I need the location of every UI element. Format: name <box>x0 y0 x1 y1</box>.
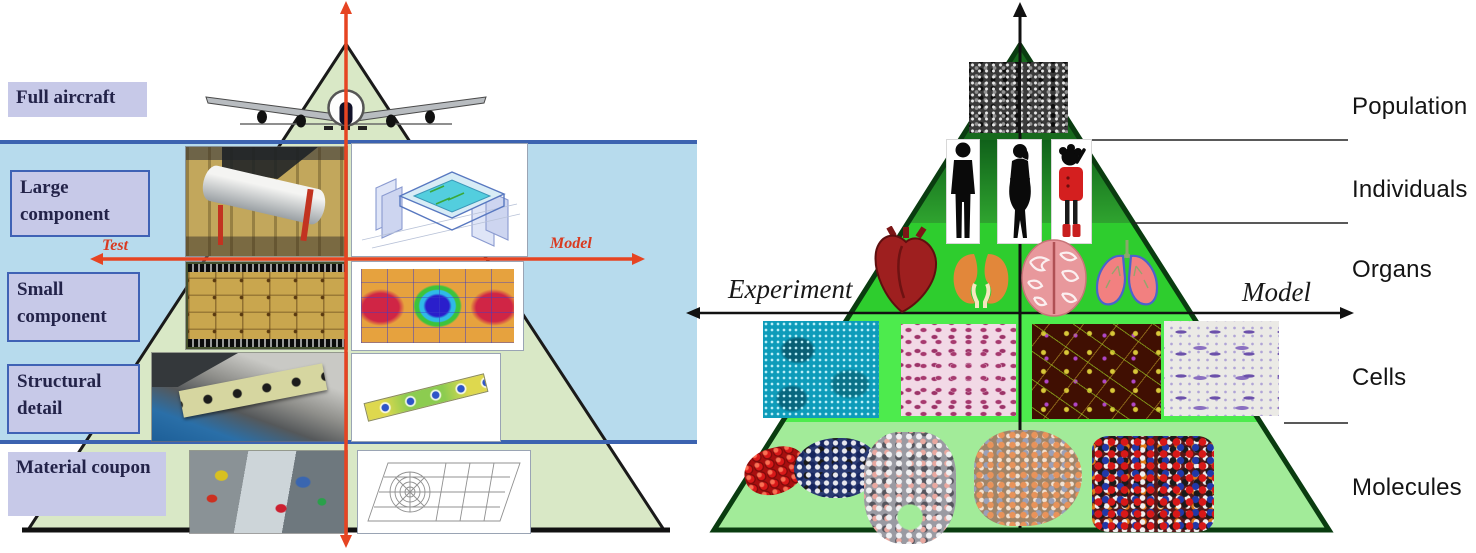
test-axis-label: Test <box>102 237 129 254</box>
scale-label-organs: Organs <box>1352 256 1432 283</box>
level-label-structural-detail: Structural detail <box>7 364 140 434</box>
child-silhouette-icon <box>1059 144 1086 237</box>
scale-label-population: Population <box>1352 93 1468 120</box>
model-axis-label-left: Model <box>550 235 592 252</box>
woman-silhouette-icon <box>1009 144 1031 238</box>
man-silhouette-card <box>947 140 979 243</box>
protein-molecule <box>864 432 956 544</box>
stiffened-panel-test-photo <box>186 262 347 349</box>
scale-label-individuals: Individuals <box>1352 176 1468 203</box>
child-silhouette-card <box>1052 140 1091 243</box>
blood-smear-micrograph <box>901 324 1016 416</box>
dna-molecule <box>1092 436 1214 532</box>
experiment-axis-label: Experiment <box>728 274 853 304</box>
fem-contour-field <box>361 269 514 343</box>
neuron-fluorescence-micrograph <box>1032 324 1161 419</box>
level-label-full-aircraft: Full aircraft <box>8 82 147 117</box>
fuselage-section-test-photo <box>186 147 347 256</box>
level-label-material-coupon: Material coupon <box>8 452 166 516</box>
clamp-teeth <box>188 339 345 347</box>
coupon-test-machine-photo <box>190 451 347 533</box>
level-label-small-component: Small component <box>7 272 140 342</box>
scale-label-cells: Cells <box>1352 364 1407 391</box>
macromolecule-complex <box>974 430 1082 526</box>
red-axes <box>90 1 645 548</box>
level-label-large-component: Large component <box>10 170 150 237</box>
teal-micrograph <box>763 321 879 418</box>
model-axis-label-right: Model <box>1242 277 1311 307</box>
kidneys-icon <box>953 254 1009 308</box>
red-support <box>218 205 223 245</box>
joint-specimen-test-photo <box>152 353 347 441</box>
lungs-icon <box>1095 240 1159 306</box>
panel-buckling-contour-plot <box>352 262 523 350</box>
woman-silhouette-card <box>998 140 1041 243</box>
heart-icon <box>874 226 938 314</box>
vertical-axis-over-crowd <box>1018 62 1021 133</box>
blue-divider-top <box>0 140 697 144</box>
man-silhouette-icon <box>951 142 975 238</box>
mesh-wireframe <box>367 462 521 522</box>
fibroblast-micrograph <box>1164 321 1279 416</box>
joint-strip-fem-model <box>352 354 500 441</box>
scale-label-molecules: Molecules <box>1352 474 1462 501</box>
clamp-teeth <box>188 264 345 272</box>
blue-divider-bottom <box>0 440 697 444</box>
cad-wireframe <box>361 171 521 249</box>
fuselage-section-cad-model <box>352 144 527 256</box>
brain-icon <box>1021 239 1087 317</box>
coupon-fem-mesh <box>358 451 530 533</box>
